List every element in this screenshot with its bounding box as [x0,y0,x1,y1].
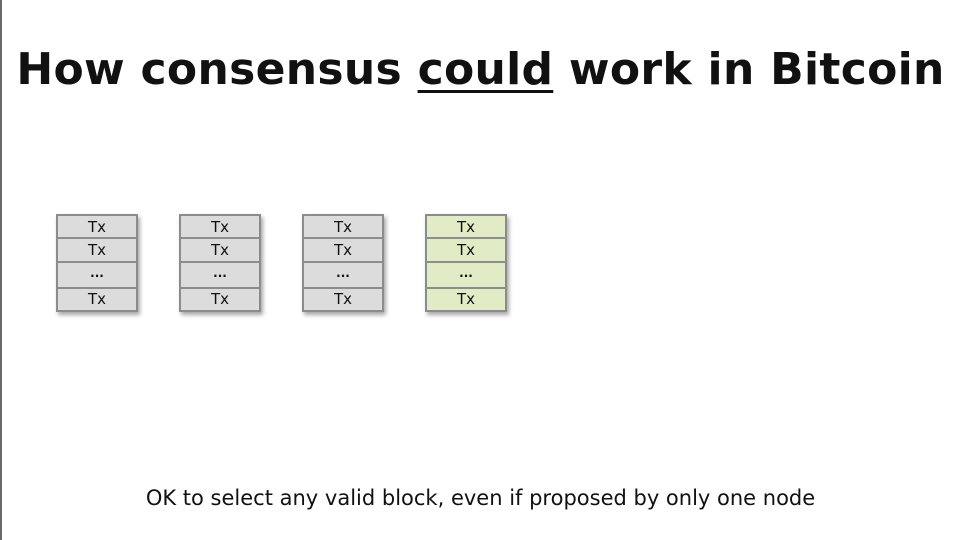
slide-caption: OK to select any valid block, even if pr… [145,486,816,510]
block-1-row-4: Tx [58,288,136,310]
block-1-row-2: Tx [58,239,136,263]
block-2: Tx Tx ... Tx [179,214,261,312]
block-4-selected: Tx Tx ... Tx [425,214,507,312]
title-text-start: How consensus [16,44,418,95]
block-4-row-2: Tx [427,239,505,263]
block-3-row-4: Tx [304,288,382,310]
slide-title: How consensus could work in Bitcoin [0,44,961,95]
block-4-row-1: Tx [427,216,505,240]
block-2-row-2: Tx [181,239,259,263]
block-1-row-3: ... [58,262,136,289]
block-4-row-4: Tx [427,288,505,310]
block-2-row-4: Tx [181,288,259,310]
block-3-row-2: Tx [304,239,382,263]
block-3-row-1: Tx [304,216,382,240]
block-3: Tx Tx ... Tx [302,214,384,312]
block-2-row-1: Tx [181,216,259,240]
block-1-row-1: Tx [58,216,136,240]
block-4-row-3: ... [427,262,505,289]
slide-left-border [0,0,2,540]
block-2-row-3: ... [181,262,259,289]
block-3-row-3: ... [304,262,382,289]
title-text-end: work in Bitcoin [553,44,945,95]
title-emphasis: could [417,44,554,95]
block-1: Tx Tx ... Tx [56,214,138,312]
